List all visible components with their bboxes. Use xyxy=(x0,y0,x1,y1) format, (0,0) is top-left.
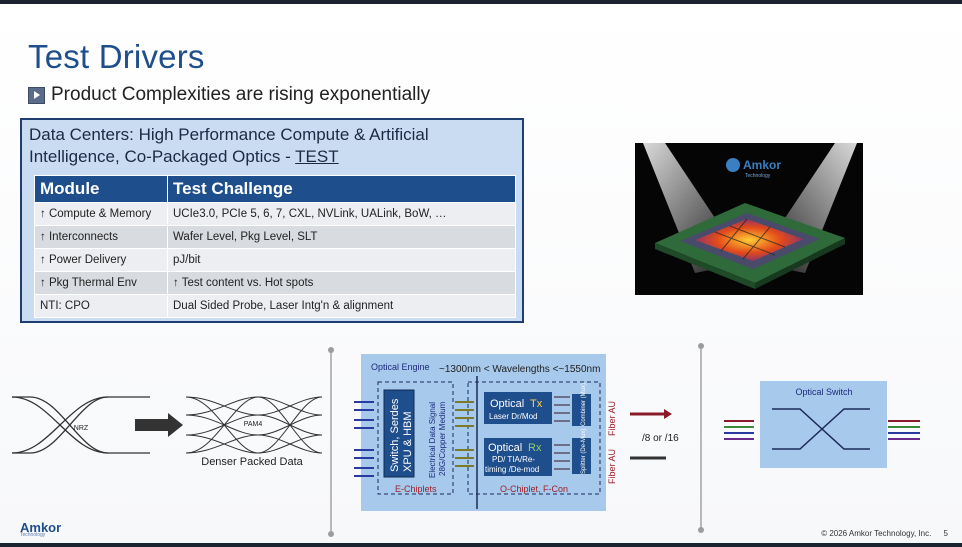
box-heading-line1: Data Centers: High Performance Compute &… xyxy=(29,125,429,144)
optical-rx-block xyxy=(484,438,552,476)
bullet-arrow-icon xyxy=(28,86,45,104)
table-cell: Wafer Level, Pkg Level, SLT xyxy=(167,225,516,249)
wavelength-label: ~1300nm < Wavelengths <~1550nm xyxy=(439,364,600,375)
rx-title: Optical xyxy=(488,442,522,454)
logo-text: Amkor xyxy=(20,520,62,535)
footer: © 2026 Amkor Technology, Inc. 5 xyxy=(821,529,948,538)
pam4-label: PAM4 xyxy=(244,421,263,428)
switch-block xyxy=(383,389,415,478)
combiner-block xyxy=(572,394,591,426)
divider-dot xyxy=(698,527,704,533)
electrical-label-1: Electrical Data Signal xyxy=(428,402,437,478)
nrz-eye-icon xyxy=(11,396,150,454)
nrz-label: NRZ xyxy=(74,425,89,432)
e-chiplets-outline xyxy=(377,381,454,495)
chip-illustration: Amkor Technology xyxy=(643,143,857,289)
rx-lanes-icon xyxy=(554,444,570,470)
e-chiplets-label: E-Chiplets xyxy=(395,484,437,494)
bottom-bar xyxy=(0,543,962,547)
table-cell: UCIe3.0, PCIe 5, 6, 7, CXL, NVLink, UALi… xyxy=(167,202,516,226)
ratio-label: /8 or /16 xyxy=(642,433,679,444)
divider-dot xyxy=(328,531,334,537)
slide-bullet: Product Complexities are rising exponent… xyxy=(28,84,430,106)
divider-dot xyxy=(698,343,704,349)
chip-logo-text: Amkor xyxy=(743,158,781,172)
table-row: ↑ Compute & Memory UCIe3.0, PCIe 5, 6, 7… xyxy=(34,202,516,226)
eye-diagrams: NRZ PAM4 Denser Packed Data xyxy=(11,396,323,468)
page-number: 5 xyxy=(943,529,948,538)
tx-lanes-icon xyxy=(554,396,570,422)
combiner-label: Combiner (Mux) xyxy=(581,383,587,426)
switch-label-1: Switch, Serdes xyxy=(389,398,401,472)
o-chiplet-outline xyxy=(467,381,601,495)
optical-tx-block xyxy=(484,392,552,424)
table-cell: ↑ Pkg Thermal Env xyxy=(34,271,168,295)
tx-accent: Tx xyxy=(530,398,543,410)
tx-title: Optical xyxy=(490,398,524,410)
table-cell: ↑ Compute & Memory xyxy=(34,202,168,226)
table-row: ↑ Power Delivery pJ/bit xyxy=(34,248,516,272)
box-heading: Data Centers: High Performance Compute &… xyxy=(29,124,429,168)
splitter-label: Splitter (De-Mux) xyxy=(581,429,587,474)
o-chiplet-label: O-Chiplet, F-Con xyxy=(500,484,568,494)
tx-sub: Laser Dr/Mod xyxy=(489,412,537,421)
switch-crossover-icon xyxy=(772,408,870,450)
chip-logo-sub: Technology xyxy=(745,173,771,179)
table-cell: ↑ Test content vs. Hot spots xyxy=(167,271,516,295)
box-heading-prefix: Intelligence, Co-Packaged Optics - xyxy=(29,147,296,166)
eye-caption: Denser Packed Data xyxy=(201,456,303,468)
optical-engine-diagram: Optical Engine ~1300nm < Wavelengths <~1… xyxy=(354,362,679,509)
box-heading-line2: Intelligence, Co-Packaged Optics - TEST xyxy=(29,146,429,168)
rx-sub-1: PD/ TIA/Re- xyxy=(492,455,535,464)
rx-accent: Rx xyxy=(528,442,542,454)
column-header-module: Module xyxy=(34,175,168,203)
table-header-row: Module Test Challenge xyxy=(34,175,516,203)
divider-dot xyxy=(328,347,334,353)
amkor-logo-icon xyxy=(726,158,740,172)
table-cell: pJ/bit xyxy=(167,248,516,272)
table-cell: ↑ Interconnects xyxy=(34,225,168,249)
chip-package-image: Amkor Technology xyxy=(635,143,863,295)
electrical-arrows-icon xyxy=(455,401,474,467)
optical-switch-diagram: Optical Switch xyxy=(724,387,920,450)
test-link: TEST xyxy=(295,147,339,166)
test-challenge-table: Module Test Challenge ↑ Compute & Memory… xyxy=(34,175,516,318)
switch-label-2: XPU & HBM xyxy=(402,411,414,472)
optical-switch-panel xyxy=(760,381,887,468)
table-cell: Dual Sided Probe, Laser Intg'n & alignme… xyxy=(167,294,516,318)
fiber-au-bottom: Fiber AU xyxy=(607,449,617,484)
arrow-right-icon xyxy=(135,413,183,437)
input-arrows-icon xyxy=(354,401,374,477)
pam4-eye-icon xyxy=(185,396,323,454)
table-row: ↑ Pkg Thermal Env ↑ Test content vs. Hot… xyxy=(34,271,516,295)
copyright: © 2026 Amkor Technology, Inc. xyxy=(821,529,932,538)
rx-sub-2: timing /De-mod xyxy=(485,465,539,474)
table-row: ↑ Interconnects Wafer Level, Pkg Level, … xyxy=(34,225,516,249)
switch-input-arrows-icon xyxy=(724,420,754,440)
table-cell: ↑ Power Delivery xyxy=(34,248,168,272)
top-bar xyxy=(0,0,962,4)
fiber-au-top: Fiber AU xyxy=(607,401,617,436)
optical-engine-title: Optical Engine xyxy=(371,362,430,372)
bullet-text: Product Complexities are rising exponent… xyxy=(51,84,431,105)
amkor-logo: Amkor Technology xyxy=(20,520,61,538)
data-center-box: Data Centers: High Performance Compute &… xyxy=(20,118,524,323)
slide-title: Test Drivers xyxy=(28,38,205,75)
splitter-block xyxy=(572,438,591,474)
divider-right xyxy=(700,346,702,532)
table-cell: NTI: CPO xyxy=(34,294,168,318)
column-header-challenge: Test Challenge xyxy=(167,175,516,203)
electrical-label-2: 28G/Copper Medium xyxy=(438,401,447,476)
optical-switch-label: Optical Switch xyxy=(795,387,852,397)
switch-output-arrows-icon xyxy=(888,420,920,440)
divider-left xyxy=(330,350,332,536)
logo-sub: Technology xyxy=(20,532,46,538)
fiber-output-arrows-icon xyxy=(630,409,672,460)
table-row: NTI: CPO Dual Sided Probe, Laser Intg'n … xyxy=(34,294,516,318)
